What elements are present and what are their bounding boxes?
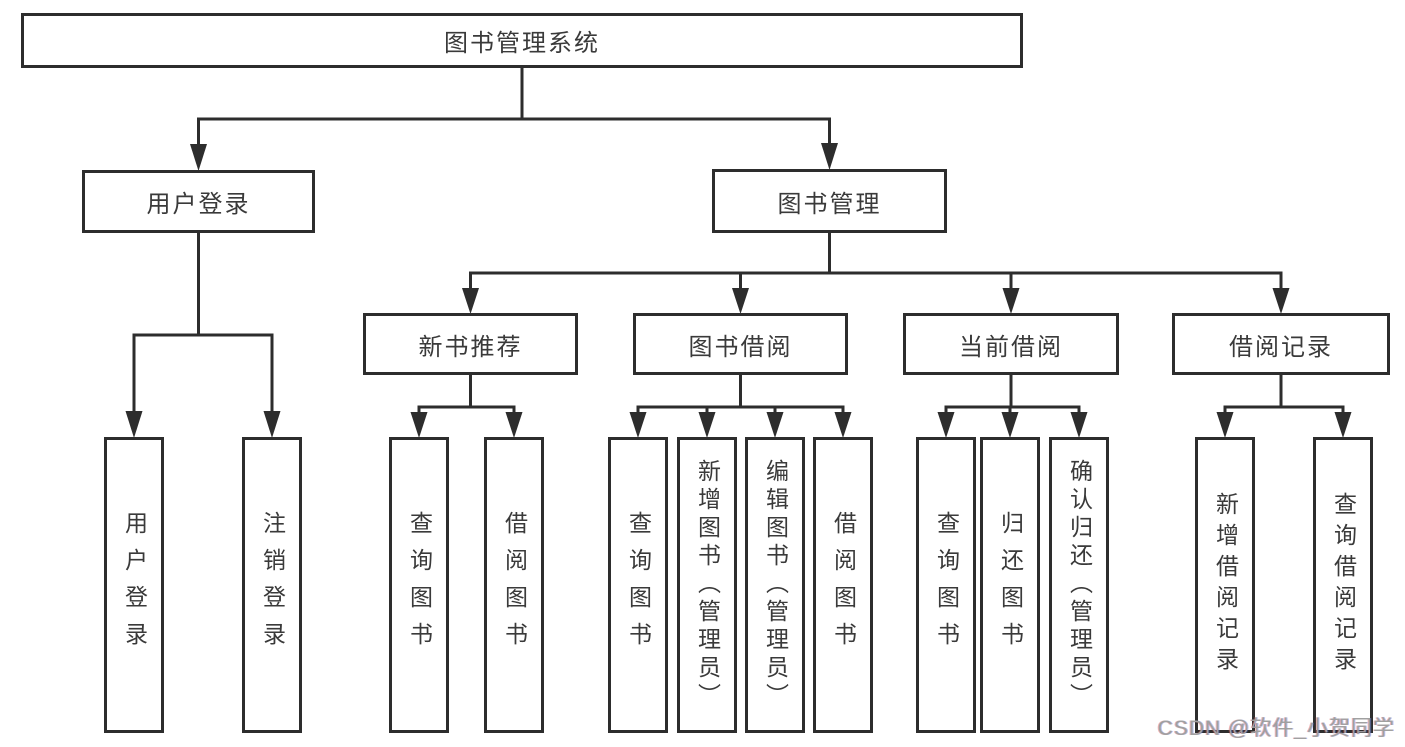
node-current-borrowing: 当前借阅 xyxy=(903,313,1119,375)
node-label: 查询借阅记录 xyxy=(1330,492,1357,678)
connector-root-to-level2 xyxy=(190,68,838,171)
leaf-query-books-current: 查询图书 xyxy=(916,437,976,733)
node-user-login: 用户登录 xyxy=(82,170,315,233)
node-label: 归还图书 xyxy=(997,511,1024,659)
csdn-watermark: CSDN @软件_小贺同学 xyxy=(1157,717,1395,740)
node-library-system: 图书管理系统 xyxy=(21,13,1023,68)
leaf-query-borrow-record: 查询借阅记录 xyxy=(1313,437,1373,733)
node-label: 新增图书（管理员） xyxy=(694,459,721,711)
node-borrow-records: 借阅记录 xyxy=(1172,313,1390,375)
leaf-add-borrow-record: 新增借阅记录 xyxy=(1195,437,1255,733)
node-label: 查询图书 xyxy=(933,511,960,659)
node-label: 编辑图书（管理员） xyxy=(762,459,789,711)
leaf-confirm-return-admin: 确认归还（管理员） xyxy=(1049,437,1109,733)
node-label: 查询图书 xyxy=(625,511,652,659)
connector-new-book-to-leaves xyxy=(410,375,523,438)
node-new-book-recommend: 新书推荐 xyxy=(363,313,578,375)
leaf-borrow-books-borrowing: 借阅图书 xyxy=(813,437,873,733)
node-label: 借阅图书 xyxy=(501,511,528,659)
leaf-logout: 注销登录 xyxy=(242,437,302,733)
leaf-edit-book-admin: 编辑图书（管理员） xyxy=(745,437,805,733)
leaf-borrow-books-recommend: 借阅图书 xyxy=(484,437,544,733)
leaf-return-book: 归还图书 xyxy=(980,437,1040,733)
node-label: 用户登录 xyxy=(121,511,148,659)
node-label: 确认归还（管理员） xyxy=(1066,459,1093,711)
node-label: 查询图书 xyxy=(406,511,433,659)
connector-book-borrow-to-leaves xyxy=(629,375,852,438)
leaf-add-book-admin: 新增图书（管理员） xyxy=(677,437,737,733)
node-label: 注销登录 xyxy=(259,511,286,659)
node-label: 借阅图书 xyxy=(830,511,857,659)
leaf-query-books-recommend: 查询图书 xyxy=(389,437,449,733)
connector-book-management-to-level3 xyxy=(462,233,1290,314)
connector-user-login-to-leaves xyxy=(125,233,281,438)
node-label: 新增借阅记录 xyxy=(1212,492,1239,678)
node-book-borrowing: 图书借阅 xyxy=(633,313,848,375)
connector-borrow-records-to-leaves xyxy=(1216,375,1352,438)
connector-current-borrow-to-leaves xyxy=(937,375,1088,438)
leaf-user-login: 用户登录 xyxy=(104,437,164,733)
node-book-management: 图书管理 xyxy=(712,169,947,233)
leaf-query-books-borrowing: 查询图书 xyxy=(608,437,668,733)
